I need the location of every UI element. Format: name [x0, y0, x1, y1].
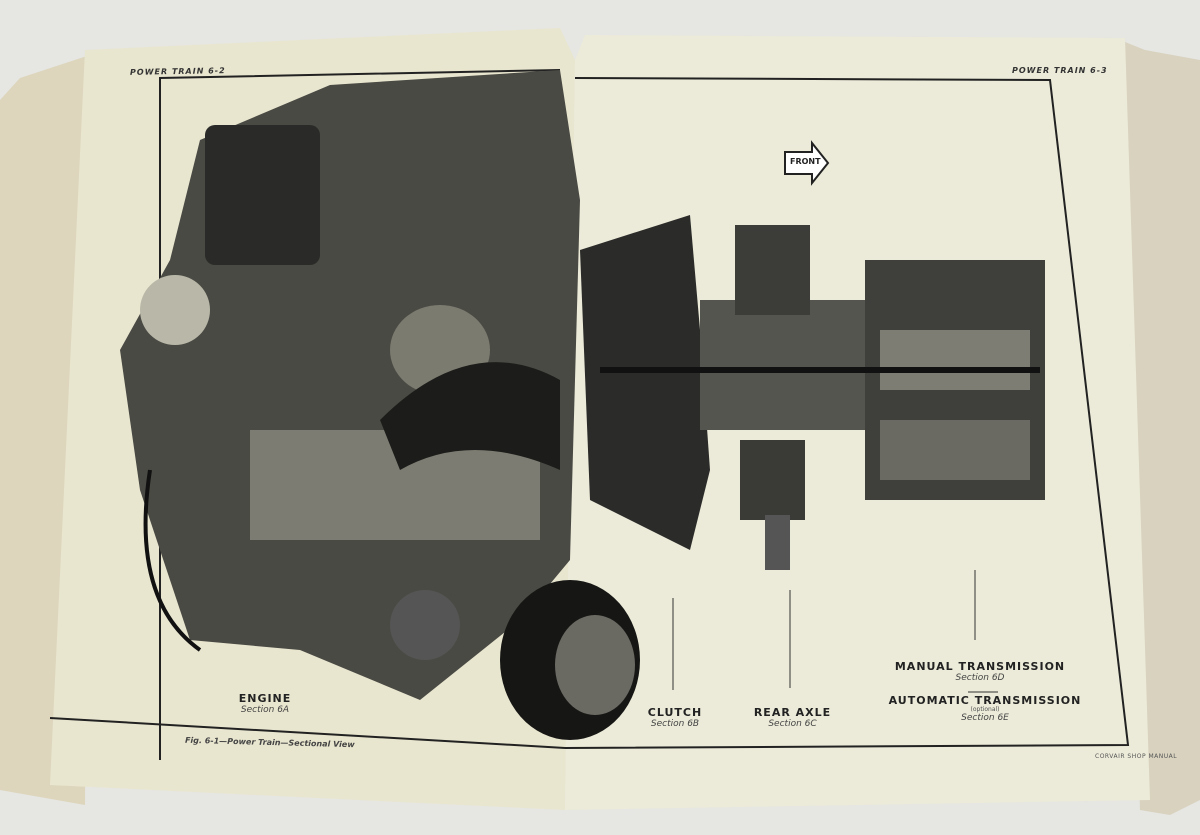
clutch-section: Section 6B: [650, 719, 700, 729]
left-page-header: POWER TRAIN 6-2: [129, 66, 226, 77]
right-frame: [564, 77, 1130, 749]
rear-axle-label: REAR AXLE: [753, 706, 832, 719]
manual-transmission-section: Section 6D: [955, 673, 1005, 683]
manual-transmission-label: MANUAL TRANSMISSION: [894, 660, 1066, 673]
rear-axle-section: Section 6C: [768, 719, 817, 729]
front-label: FRONT: [790, 157, 821, 166]
engine-illustration: [120, 70, 640, 740]
engine-section: Section 6A: [240, 705, 290, 715]
clutch-label: CLUTCH: [647, 706, 703, 719]
automatic-transmission-section: Section 6E: [961, 712, 1009, 723]
automatic-transmission-note: (optional): [970, 706, 1000, 714]
right-page-header: POWER TRAIN 6-3: [1012, 66, 1108, 75]
drivetrain-illustration: [580, 215, 1045, 570]
automatic-transmission-label: AUTOMATIC TRANSMISSION: [888, 694, 1082, 707]
front-arrow-icon: [784, 140, 830, 186]
engine-label: ENGINE: [238, 692, 292, 705]
manual-footer: CORVAIR SHOP MANUAL: [1095, 753, 1178, 760]
